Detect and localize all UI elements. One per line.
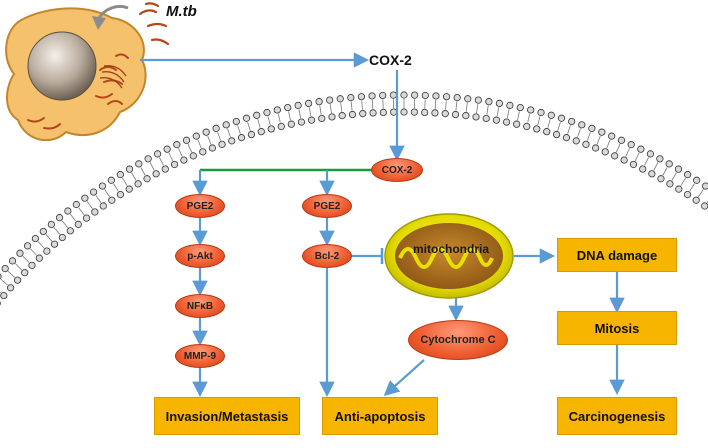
invasion-metastasis-box: Invasion/Metastasis	[154, 397, 300, 435]
carcinogenesis-box: Carcinogenesis	[557, 397, 677, 435]
dna-damage-box: DNA damage	[557, 238, 677, 272]
cytochrome-c-pill: Cytochrome C	[408, 320, 508, 360]
cox2-pill: COX-2	[371, 158, 423, 182]
mitosis-box: Mitosis	[557, 311, 677, 345]
macrophage-cell	[6, 8, 145, 140]
cox2-label: COX-2	[369, 52, 412, 68]
mmp9-pill: MMP-9	[175, 344, 225, 368]
pakt-pill: p-Akt	[175, 244, 225, 268]
anti-apoptosis-box: Anti-apoptosis	[322, 397, 438, 435]
nfkb-pill: NFκB	[175, 294, 225, 318]
arrow-cytochrome-to-antiapoptosis	[386, 360, 424, 394]
pathogen-label: M.tb	[166, 3, 197, 20]
left-pge2-pill: PGE2	[175, 194, 225, 218]
mitochondria-organelle	[385, 214, 513, 298]
cell-membrane	[0, 92, 708, 348]
mitochondria-label: mitochondria	[413, 242, 489, 256]
middle-pge2-pill: PGE2	[302, 194, 352, 218]
free-bacilli	[140, 3, 168, 44]
bcl2-pill: Bcl-2	[302, 244, 352, 268]
